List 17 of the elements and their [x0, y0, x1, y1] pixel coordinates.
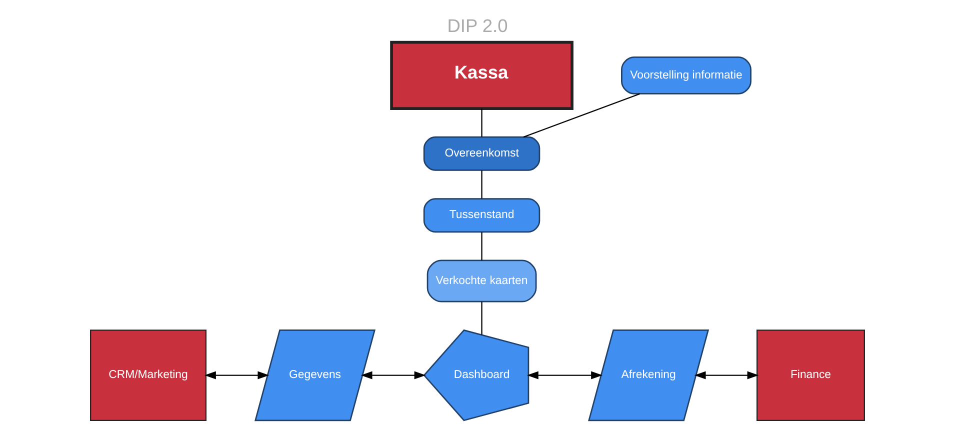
arrow [360, 371, 426, 380]
node-box: Kassa [390, 40, 574, 110]
node-box: Verkochte kaarten [426, 260, 537, 302]
node-box: Tussenstand [423, 198, 540, 233]
connector [481, 232, 482, 260]
node-box: Voorstelling informatie [621, 56, 752, 94]
connector [481, 170, 482, 198]
connector [523, 93, 640, 138]
arrow [204, 371, 270, 380]
connector [481, 302, 482, 335]
node-box: Finance [756, 330, 865, 421]
arrow [526, 371, 603, 380]
node-box: Overeenkomst [423, 136, 540, 171]
connector [481, 108, 482, 137]
arrow [694, 371, 759, 380]
node-box: CRM/Marketing [90, 330, 206, 421]
diagram-title: DIP 2.0 [447, 14, 508, 36]
